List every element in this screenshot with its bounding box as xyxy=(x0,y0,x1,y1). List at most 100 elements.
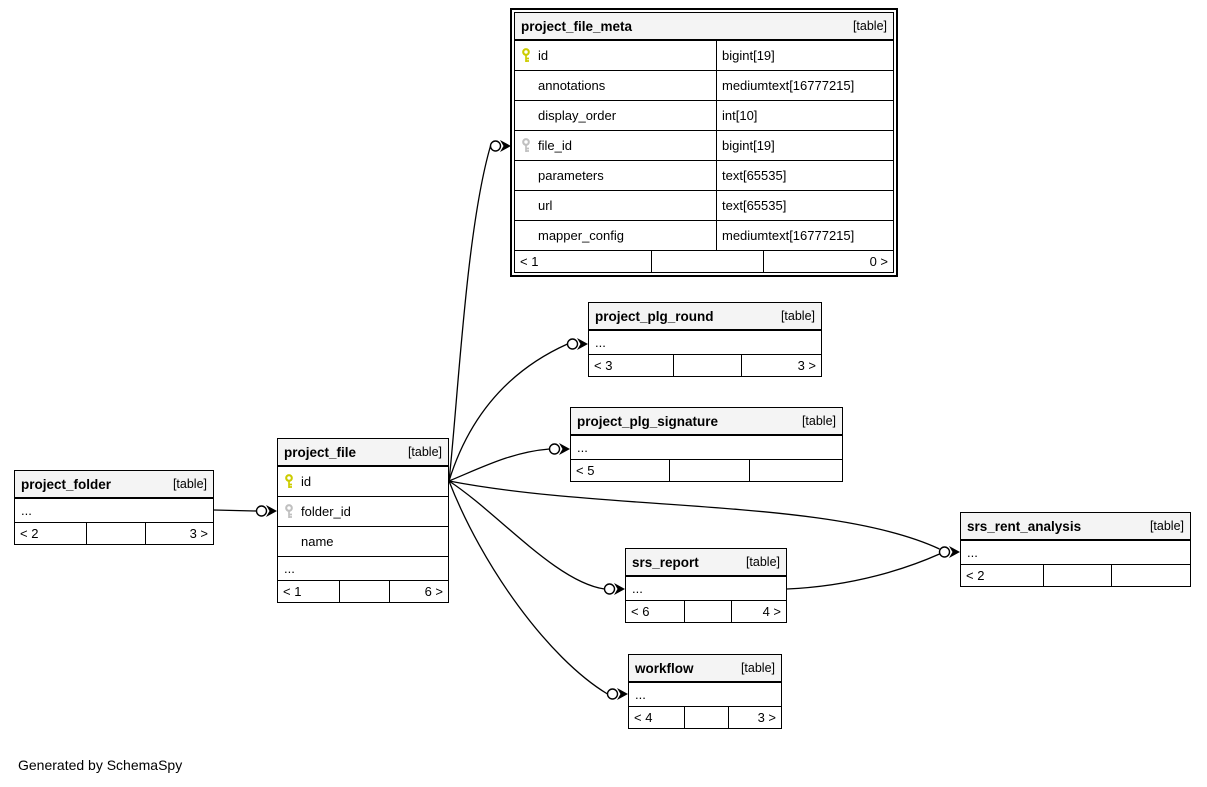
table-srs_report[interactable]: srs_report [table] ... < 6 4 > xyxy=(625,548,787,623)
footer-middle xyxy=(683,707,730,728)
table-title[interactable]: project_plg_signature xyxy=(577,413,719,429)
column-row-mapper_config[interactable]: mapper_config mediumtext[16777215] xyxy=(515,221,893,251)
table-type-tag: [table] xyxy=(172,477,207,491)
collapsed-columns-row: ... xyxy=(961,541,1190,565)
column-row-folder_id[interactable]: folder_id xyxy=(278,497,448,527)
table-srs_rent_analysis[interactable]: srs_rent_analysis [table] ... < 2 xyxy=(960,512,1191,587)
children-count xyxy=(1112,565,1190,586)
table-type-tag: [table] xyxy=(407,445,442,459)
table-header[interactable]: srs_rent_analysis [table] xyxy=(961,513,1190,541)
children-count: 0 > xyxy=(869,254,888,269)
table-title[interactable]: workflow xyxy=(635,660,694,676)
parents-count: < 4 xyxy=(634,710,653,725)
table-header[interactable]: srs_report [table] xyxy=(626,549,786,577)
column-type: int[10] xyxy=(716,101,893,130)
parents-count: < 5 xyxy=(576,463,595,478)
column-row-parameters[interactable]: parameters text[65535] xyxy=(515,161,893,191)
column-row-display_order[interactable]: display_order int[10] xyxy=(515,101,893,131)
table-type-tag: [table] xyxy=(745,555,780,569)
column-name: url xyxy=(538,198,553,213)
children-count: 3 > xyxy=(189,526,208,541)
table-degree-footer: < 2 xyxy=(961,565,1190,586)
column-type: text[65535] xyxy=(716,191,893,220)
table-degree-footer: < 1 6 > xyxy=(278,581,448,602)
parents-count: < 1 xyxy=(520,254,539,269)
column-name: id xyxy=(538,48,549,63)
column-row-id[interactable]: id bigint[19] xyxy=(515,41,893,71)
foreign-key-icon xyxy=(522,138,530,152)
table-header[interactable]: project_file_meta [table] xyxy=(515,13,893,41)
primary-key-icon xyxy=(522,48,530,62)
table-title[interactable]: srs_report xyxy=(632,554,699,570)
table-title[interactable]: srs_rent_analysis xyxy=(967,518,1082,534)
crowfoot-glyphs xyxy=(255,140,960,700)
footer-middle xyxy=(683,601,732,622)
table-project_file[interactable]: project_file [table] id folder_id name .… xyxy=(277,438,449,603)
column-row-url[interactable]: url text[65535] xyxy=(515,191,893,221)
table-type-tag: [table] xyxy=(740,661,775,675)
column-row-annotations[interactable]: annotations mediumtext[16777215] xyxy=(515,71,893,101)
column-row-name[interactable]: name xyxy=(278,527,448,557)
table-degree-footer: < 2 3 > xyxy=(15,523,213,544)
table-project_file_meta[interactable]: project_file_meta [table] id bigint[19] … xyxy=(514,12,894,273)
edge-project_file-to-srs_rent_analysis xyxy=(448,480,940,550)
column-name: folder_id xyxy=(301,504,351,519)
column-type: text[65535] xyxy=(716,161,893,190)
column-row-id[interactable]: id xyxy=(278,467,448,497)
parents-count: < 1 xyxy=(283,584,302,599)
table-header[interactable]: project_plg_round [table] xyxy=(589,303,821,331)
children-count: 3 > xyxy=(797,358,816,373)
table-degree-footer: < 5 xyxy=(571,460,842,481)
column-name: display_order xyxy=(538,108,617,123)
column-type: bigint[19] xyxy=(716,131,893,160)
parents-count: < 2 xyxy=(20,526,39,541)
column-name: id xyxy=(301,474,312,489)
generated-by-note: Generated by SchemaSpy xyxy=(18,757,183,773)
table-project_folder[interactable]: project_folder [table] ... < 2 3 > xyxy=(14,470,214,545)
collapsed-columns-row: ... xyxy=(15,499,213,523)
table-project_plg_round[interactable]: project_plg_round [table] ... < 3 3 > xyxy=(588,302,822,377)
fk-anchor-srs_report xyxy=(603,583,625,595)
fk-anchor-project_file_meta xyxy=(489,140,511,152)
table-type-tag: [table] xyxy=(801,414,836,428)
table-header[interactable]: project_file [table] xyxy=(278,439,448,467)
collapsed-columns-row: ... xyxy=(571,436,842,460)
footer-middle xyxy=(1043,565,1113,586)
table-title[interactable]: project_file xyxy=(284,444,357,460)
foreign-key-icon xyxy=(285,504,293,518)
edge-project_file-to-project_plg_round xyxy=(448,343,568,482)
parents-count: < 3 xyxy=(594,358,613,373)
table-title[interactable]: project_file_meta xyxy=(521,18,633,34)
edge-project_file-to-project_file_meta xyxy=(448,145,492,482)
parents-count: < 6 xyxy=(631,604,650,619)
footer-middle xyxy=(86,523,146,544)
edge-project_folder-to-project_file xyxy=(213,509,257,512)
table-title[interactable]: project_folder xyxy=(21,476,112,492)
column-type: bigint[19] xyxy=(716,41,893,70)
footer-middle xyxy=(668,460,750,481)
collapsed-columns-row: ... xyxy=(278,557,448,581)
table-workflow[interactable]: workflow [table] ... < 4 3 > xyxy=(628,654,782,729)
column-row-file_id[interactable]: file_id bigint[19] xyxy=(515,131,893,161)
children-count: 3 > xyxy=(757,710,776,725)
column-type: mediumtext[16777215] xyxy=(716,71,893,100)
children-count: 4 > xyxy=(762,604,781,619)
column-type: mediumtext[16777215] xyxy=(716,221,893,250)
key-spacer xyxy=(521,228,531,243)
edge-srs_report-to-srs_rent_analysis xyxy=(786,553,940,590)
table-header[interactable]: project_folder [table] xyxy=(15,471,213,499)
footer-middle xyxy=(651,251,765,272)
table-type-tag: [table] xyxy=(852,19,887,33)
table-project_plg_signature[interactable]: project_plg_signature [table] ... < 5 xyxy=(570,407,843,482)
table-header[interactable]: project_plg_signature [table] xyxy=(571,408,842,436)
table-header[interactable]: workflow [table] xyxy=(629,655,781,683)
footer-middle xyxy=(339,581,391,602)
table-title[interactable]: project_plg_round xyxy=(595,308,714,324)
key-spacer xyxy=(284,534,294,549)
primary-key-icon xyxy=(285,474,293,488)
fk-anchor-project_file-folder_id xyxy=(255,505,277,517)
children-count xyxy=(750,460,842,481)
key-spacer xyxy=(521,168,531,183)
footer-middle xyxy=(672,355,743,376)
